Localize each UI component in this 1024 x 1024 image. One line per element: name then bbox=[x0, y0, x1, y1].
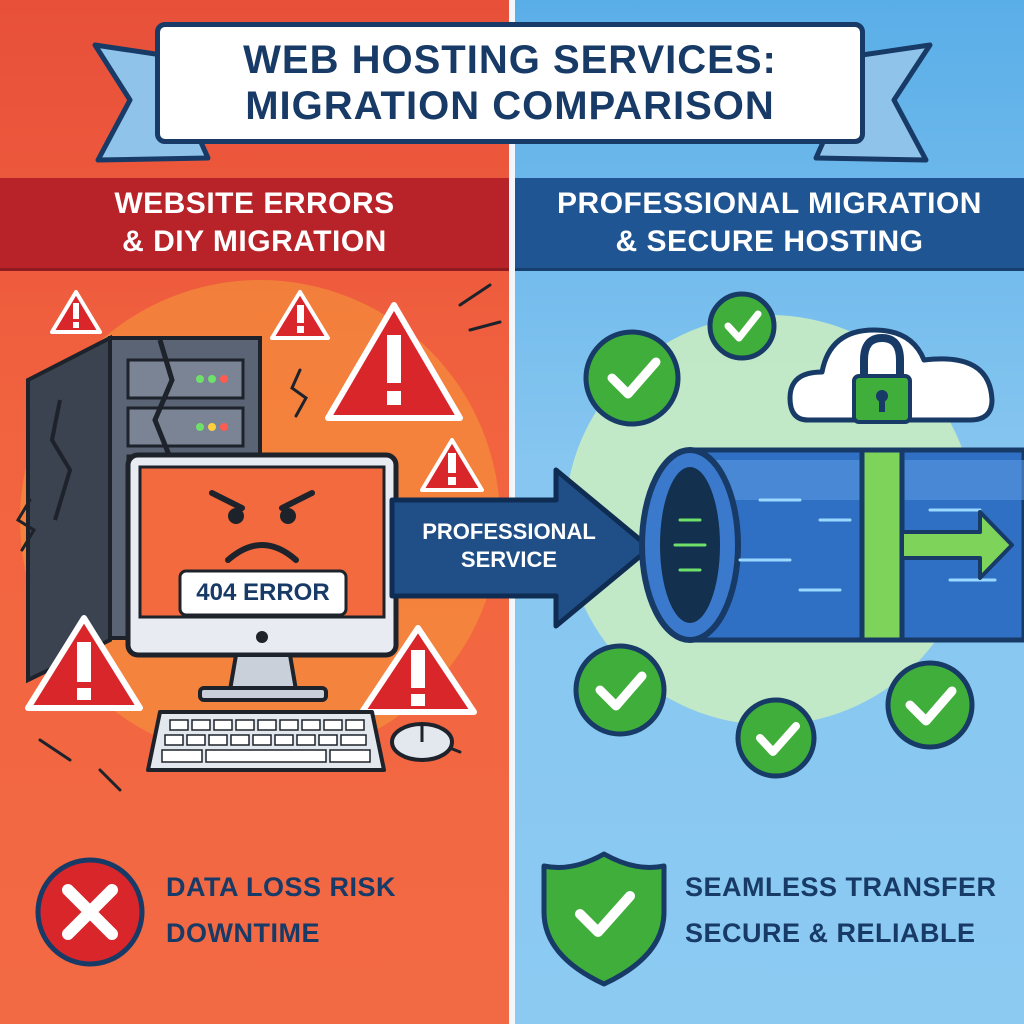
title-line-1: WEB HOSTING SERVICES: bbox=[243, 38, 777, 82]
warning-icon bbox=[325, 302, 463, 421]
check-circle-icon bbox=[707, 291, 777, 361]
warning-icon bbox=[359, 625, 477, 715]
professional-service-line-2: SERVICE bbox=[460, 547, 558, 572]
check-circle-icon bbox=[735, 697, 817, 779]
keyboard-icon bbox=[146, 710, 386, 772]
right-footer-line-2: SECURE & RELIABLE bbox=[685, 918, 976, 948]
left-footer-line-1: DATA LOSS RISK bbox=[166, 872, 397, 902]
warning-icon bbox=[420, 438, 484, 492]
lock-icon bbox=[852, 333, 912, 424]
check-circle-icon bbox=[573, 643, 667, 737]
professional-service-line-1: PROFESSIONAL bbox=[422, 519, 596, 544]
check-circle-icon bbox=[583, 329, 681, 427]
right-footer: SEAMLESS TRANSFER SECURE & RELIABLE bbox=[685, 870, 997, 962]
professional-service-arrow bbox=[389, 467, 653, 629]
warning-icon bbox=[25, 615, 143, 711]
angry-face-icon bbox=[209, 490, 315, 563]
right-section-heading: PROFESSIONAL MIGRATION & SECURE HOSTING bbox=[515, 178, 1024, 271]
warning-icon bbox=[50, 290, 102, 334]
error-label: 404 ERROR bbox=[196, 579, 330, 606]
x-circle-icon bbox=[35, 857, 145, 967]
warning-icon bbox=[270, 290, 330, 340]
title-banner: WEB HOSTING SERVICES: MIGRATION COMPARIS… bbox=[155, 22, 865, 144]
left-heading-line-2: & DIY MIGRATION bbox=[122, 225, 387, 258]
left-section-heading: WEBSITE ERRORS & DIY MIGRATION bbox=[0, 178, 509, 271]
right-heading-line-2: & SECURE HOSTING bbox=[615, 225, 924, 258]
left-heading-line-1: WEBSITE ERRORS bbox=[114, 187, 395, 220]
left-footer: DATA LOSS RISK DOWNTIME bbox=[166, 870, 396, 962]
shield-check-icon bbox=[541, 851, 667, 987]
check-circle-icon bbox=[885, 660, 975, 750]
title-line-2: MIGRATION COMPARISON bbox=[245, 84, 775, 128]
pipe-icon bbox=[639, 447, 1024, 643]
mouse-icon bbox=[390, 722, 454, 762]
error-label-box bbox=[178, 569, 348, 617]
left-footer-line-2: DOWNTIME bbox=[166, 918, 320, 948]
right-heading-line-1: PROFESSIONAL MIGRATION bbox=[557, 187, 982, 220]
professional-service-label: PROFESSIONAL SERVICE bbox=[398, 518, 620, 574]
right-footer-line-1: SEAMLESS TRANSFER bbox=[685, 872, 997, 902]
